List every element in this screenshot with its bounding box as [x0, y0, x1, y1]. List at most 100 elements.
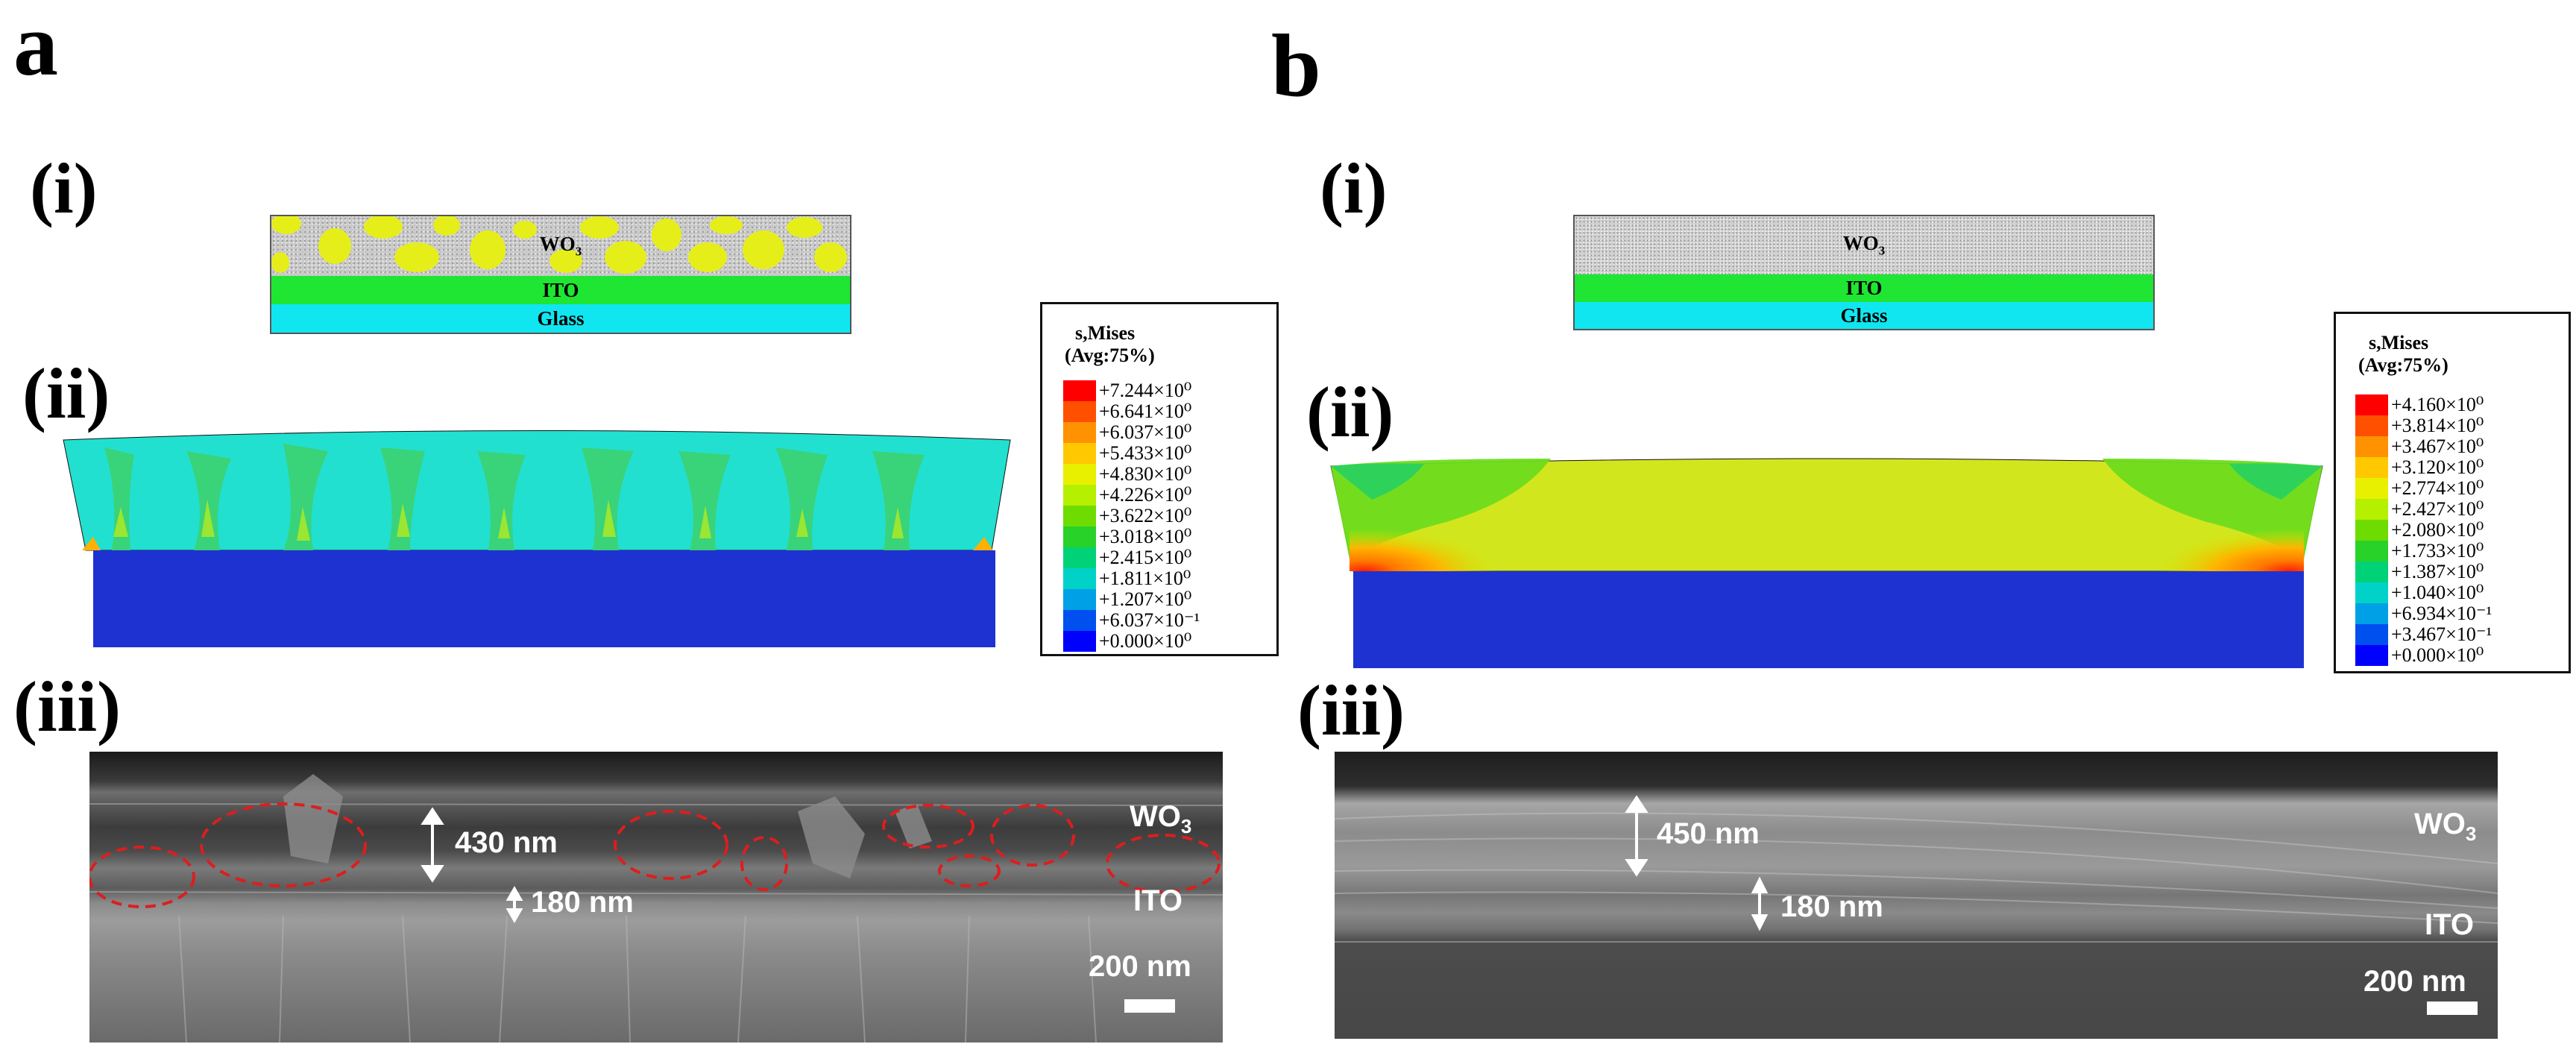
legend-row: +6.641×10⁰	[1063, 401, 1200, 422]
legend-value: +2.415×10⁰	[1099, 547, 1192, 568]
legend-swatch	[2355, 562, 2388, 582]
panel-a-legend-scale: +7.244×10⁰+6.641×10⁰+6.037×10⁰+5.433×10⁰…	[1063, 380, 1200, 652]
panel-a-glass-layer: Glass	[271, 304, 850, 333]
legend-value: +3.018×10⁰	[1099, 526, 1192, 547]
panel-a-sem-wo3-label: WO3	[1130, 800, 1192, 837]
legend-value: +2.080×10⁰	[2391, 519, 2484, 541]
legend-swatch	[1063, 568, 1096, 589]
legend-row: +2.427×10⁰	[2355, 499, 2492, 520]
legend-row: +4.160×10⁰	[2355, 394, 2492, 415]
panel-a-stress-legend: s,Mises (Avg:75%) +7.244×10⁰+6.641×10⁰+6…	[1040, 302, 1279, 656]
legend-swatch	[1063, 443, 1096, 464]
legend-value: +6.934×10⁻¹	[2391, 603, 2492, 624]
panel-b-sub-label-iii: (iii)	[1297, 670, 1405, 750]
panel-a-wo3-thickness: 430 nm	[455, 826, 558, 859]
legend-swatch	[1063, 547, 1096, 568]
legend-swatch	[1063, 631, 1096, 652]
panel-b-wo3-layer: WO3	[1575, 216, 2153, 274]
legend-row: +1.387×10⁰	[2355, 562, 2492, 582]
panel-letter-b: b	[1271, 16, 1321, 115]
panel-a-ito-thickness: 180 nm	[531, 886, 634, 919]
panel-b-fem-stress-map	[1330, 458, 2323, 668]
panel-a-legend-title-2: (Avg:75%)	[1065, 345, 1155, 366]
legend-swatch	[1063, 589, 1096, 610]
panel-a-sem-image: 430 nm 180 nm WO3 ITO 200 nm	[89, 752, 1223, 1043]
legend-value: +3.120×10⁰	[2391, 456, 2484, 478]
panel-a-scale-label: 200 nm	[1089, 950, 1191, 983]
legend-value: +4.226×10⁰	[1099, 484, 1192, 506]
legend-row: +1.733×10⁰	[2355, 541, 2492, 562]
legend-swatch	[2355, 645, 2388, 666]
panel-a-sem-ito-label: ITO	[1133, 884, 1182, 917]
legend-value: +3.467×10⁻¹	[2391, 623, 2492, 645]
panel-b-legend-title-1: s,Mises	[2369, 332, 2429, 353]
legend-swatch	[2355, 499, 2388, 520]
legend-value: +6.641×10⁰	[1099, 400, 1192, 422]
legend-swatch	[1063, 485, 1096, 506]
panel-a-fem-stress-map	[63, 430, 1011, 647]
legend-swatch	[2355, 541, 2388, 562]
panel-b-sem-ito-label: ITO	[2425, 908, 2474, 941]
legend-row: +0.000×10⁰	[2355, 645, 2492, 666]
panel-b-legend-scale: +4.160×10⁰+3.814×10⁰+3.467×10⁰+3.120×10⁰…	[2355, 394, 2492, 666]
legend-swatch	[2355, 436, 2388, 457]
panel-b-sub-label-ii: (ii)	[1306, 372, 1394, 452]
panel-a-sub-label-i: (i)	[30, 148, 98, 228]
legend-row: +5.433×10⁰	[1063, 443, 1200, 464]
legend-value: +3.467×10⁰	[2391, 435, 2484, 457]
legend-row: +1.811×10⁰	[1063, 568, 1200, 589]
panel-a-wo3-layer: WO3	[271, 216, 850, 276]
panel-a-scale-bar	[1124, 999, 1175, 1013]
legend-swatch	[1063, 464, 1096, 485]
legend-value: +4.160×10⁰	[2391, 394, 2484, 415]
panel-a-layer-schematic: WO3 ITO Glass	[270, 215, 851, 334]
legend-swatch	[2355, 478, 2388, 499]
legend-swatch	[2355, 582, 2388, 603]
legend-row: +2.080×10⁰	[2355, 520, 2492, 541]
legend-swatch	[2355, 603, 2388, 624]
legend-swatch	[1063, 506, 1096, 526]
legend-row: +1.207×10⁰	[1063, 589, 1200, 610]
panel-a-sub-label-iii: (iii)	[13, 667, 121, 746]
legend-row: +3.467×10⁰	[2355, 436, 2492, 457]
panel-b-glass-layer: Glass	[1575, 302, 2153, 329]
legend-row: +2.415×10⁰	[1063, 547, 1200, 568]
legend-value: +7.244×10⁰	[1099, 380, 1192, 401]
legend-row: +1.040×10⁰	[2355, 582, 2492, 603]
legend-value: +3.622×10⁰	[1099, 505, 1192, 526]
legend-value: +1.733×10⁰	[2391, 540, 2484, 562]
legend-row: +3.622×10⁰	[1063, 506, 1200, 526]
panel-b-wo3-thickness: 450 nm	[1657, 817, 1760, 850]
legend-row: +4.226×10⁰	[1063, 485, 1200, 506]
panel-a-wo3-label: WO3	[539, 233, 582, 259]
legend-value: +6.037×10⁻¹	[1099, 609, 1200, 631]
legend-row: +7.244×10⁰	[1063, 380, 1200, 401]
legend-value: +1.811×10⁰	[1099, 567, 1191, 589]
legend-row: +6.934×10⁻¹	[2355, 603, 2492, 624]
legend-row: +3.120×10⁰	[2355, 457, 2492, 478]
panel-a-wo3-particles	[271, 216, 847, 274]
legend-swatch	[2355, 520, 2388, 541]
legend-swatch	[1063, 526, 1096, 547]
legend-swatch	[1063, 401, 1096, 422]
panel-b-sem-image: 450 nm 180 nm WO3 ITO 200 nm	[1335, 752, 2498, 1039]
panel-b-scale-bar	[2427, 1001, 2478, 1015]
panel-a-ito-layer: ITO	[271, 276, 850, 304]
legend-swatch	[1063, 610, 1096, 631]
panel-b-legend-title-2: (Avg:75%)	[2358, 354, 2449, 376]
legend-value: +1.387×10⁰	[2391, 561, 2484, 582]
legend-swatch	[2355, 457, 2388, 478]
legend-swatch	[1063, 422, 1096, 443]
legend-row: +3.814×10⁰	[2355, 415, 2492, 436]
panel-b-sem-wo3-label: WO3	[2414, 808, 2477, 845]
legend-value: +2.774×10⁰	[2391, 477, 2484, 499]
legend-value: +0.000×10⁰	[2391, 644, 2484, 666]
panel-a-legend-title-1: s,Mises	[1075, 322, 1136, 344]
legend-row: +4.830×10⁰	[1063, 464, 1200, 485]
legend-row: +3.467×10⁻¹	[2355, 624, 2492, 645]
panel-b-sem-overlay	[1335, 795, 2498, 943]
legend-swatch	[1063, 380, 1096, 401]
legend-value: +6.037×10⁰	[1099, 421, 1192, 443]
legend-row: +6.037×10⁻¹	[1063, 610, 1200, 631]
legend-row: +3.018×10⁰	[1063, 526, 1200, 547]
